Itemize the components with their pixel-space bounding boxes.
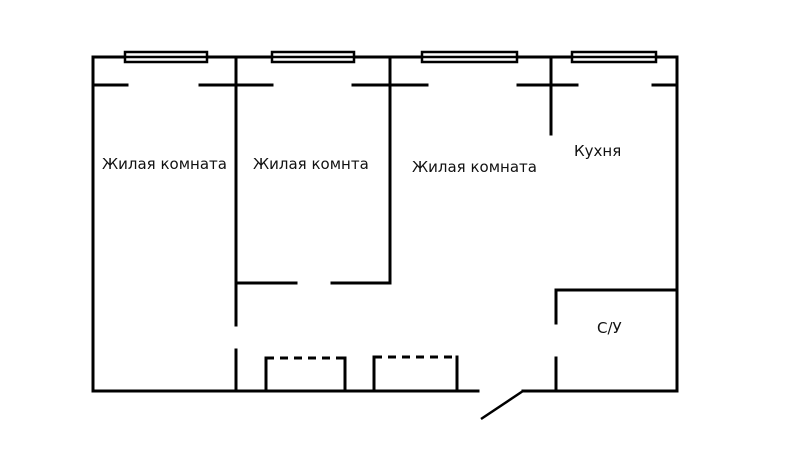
closet-2-walls — [372, 355, 459, 393]
room-label-living-2: Жилая комнта — [253, 155, 369, 173]
room-label-living-1: Жилая комната — [102, 155, 227, 173]
room-label-bathroom: С/У — [597, 319, 622, 337]
room-label-living-3: Жилая комната — [412, 158, 537, 176]
entrance-door[interactable] — [480, 389, 524, 421]
closet-1-walls — [264, 356, 347, 393]
room-label-kitchen: Кухня — [574, 142, 622, 160]
